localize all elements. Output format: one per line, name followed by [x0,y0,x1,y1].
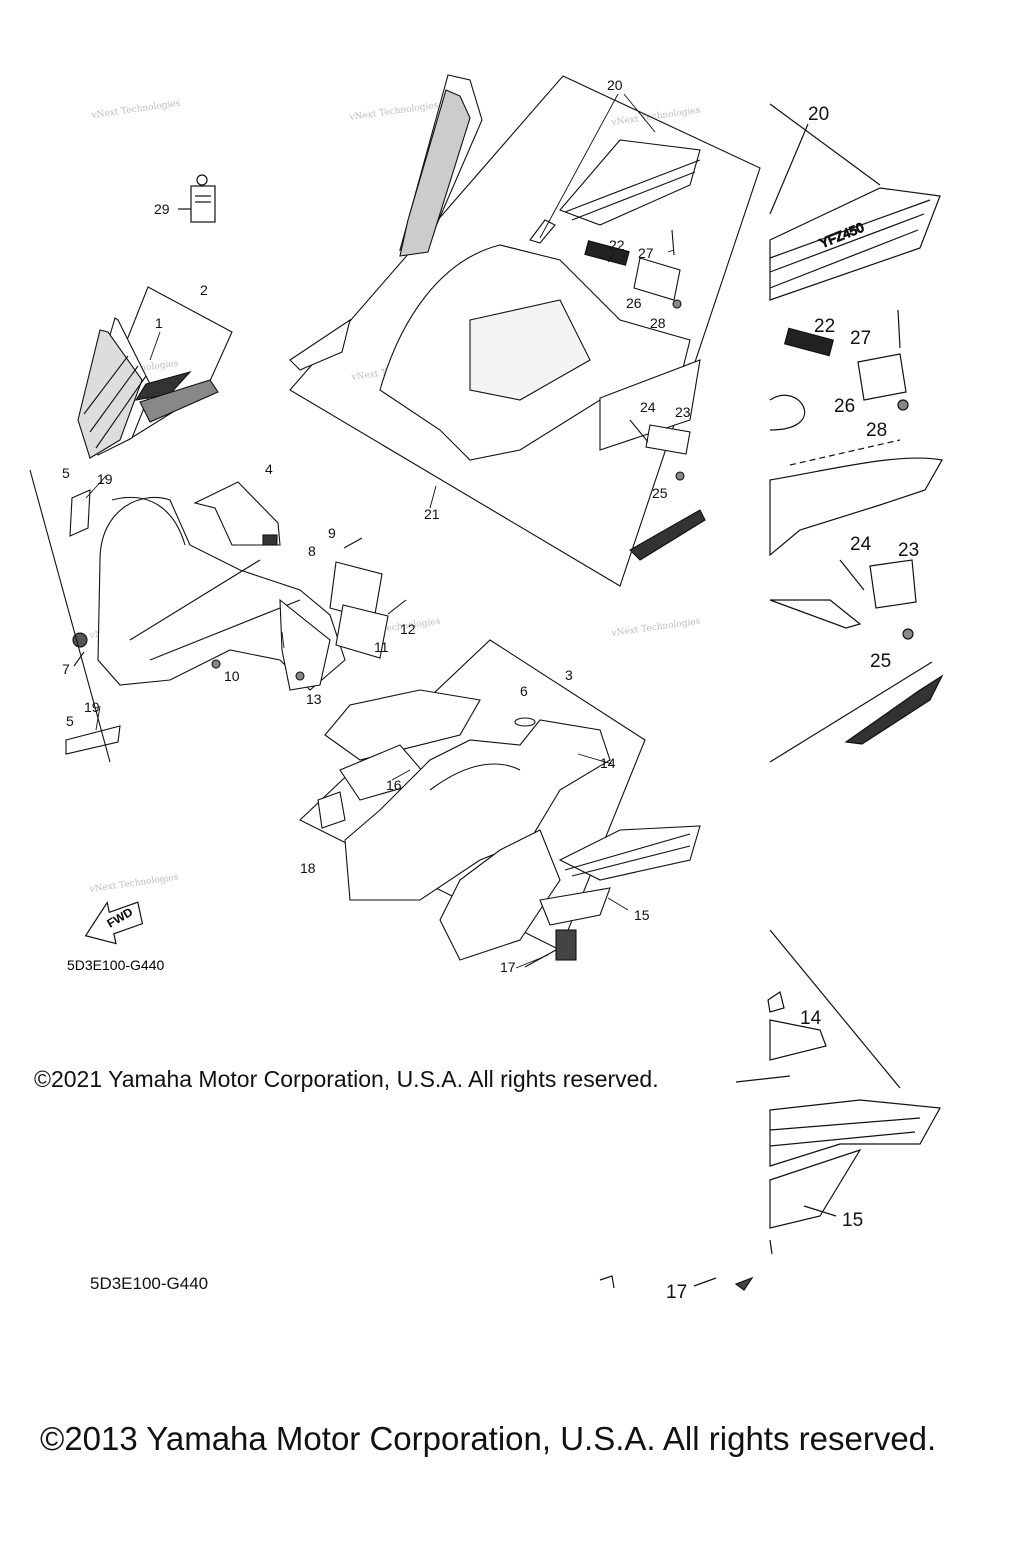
zoom-callout-22: 22 [814,316,835,337]
callout-8: 8 [308,543,316,559]
callout-20: 20 [607,77,623,93]
callouts-zoom-top: 20 22 23 24 25 26 27 28 [808,104,919,672]
callout-16: 16 [386,777,402,793]
diagram-code: 5D3E100-G440 [67,957,165,973]
callout-7: 7 [62,661,70,677]
zoom-callout-14: 14 [800,1008,822,1029]
callout-6: 6 [520,683,528,699]
callout-11: 11 [374,639,389,655]
callout-2: 2 [200,282,208,298]
copyright-2021: ©2021 Yamaha Motor Corporation, U.S.A. A… [34,1066,659,1092]
zoom-callout-15: 15 [842,1210,863,1231]
callouts-zoom-bottom: 14 15 17 [666,1008,863,1303]
side-cover-group [299,639,701,968]
callout-10: 10 [224,668,240,684]
zoom-panel-top: YFZ450 [769,103,944,763]
callouts-main: 1 2 3 4 5 5 6 7 8 9 10 11 12 13 14 15 16… [62,77,691,975]
callout-15: 15 [634,907,650,923]
callout-17: 17 [500,959,516,975]
callout-19b: 19 [84,699,100,715]
watermark: vNext Technologies [90,99,181,122]
leader-lines [85,93,675,969]
zoom-callout-27: 27 [850,328,871,349]
watermark: vNext Technologies [610,106,701,129]
callout-24: 24 [640,399,656,415]
callout-19: 19 [97,471,113,487]
zoom-callout-17: 17 [666,1282,687,1303]
callout-5b: 5 [66,713,74,729]
callout-28: 28 [650,315,666,331]
callout-29: 29 [154,201,170,217]
zoom-callout-24: 24 [850,534,872,555]
zoom-callout-26: 26 [834,396,855,417]
callout-9: 9 [328,525,336,541]
fwd-arrow-icon: FWD [84,900,144,945]
rear-seat-group [289,74,761,587]
callout-1: 1 [155,315,163,331]
zoom-callout-25: 25 [870,651,891,672]
diagram-code-bottom: 5D3E100-G440 [90,1274,209,1293]
zoom-callout-20: 20 [808,104,829,125]
callout-27: 27 [638,245,654,261]
watermark: vNext Technologies [88,873,179,896]
callout-22: 22 [609,237,625,253]
callout-4: 4 [265,461,273,477]
callout-13: 13 [306,691,322,707]
part-29-tag [178,174,216,223]
callout-23: 23 [675,404,691,420]
callout-12: 12 [400,621,416,637]
zoom-callout-28: 28 [866,420,887,441]
watermark: vNext Technologies [348,101,439,124]
zoom-panel-bottom [599,929,941,1291]
callout-21: 21 [424,506,440,522]
callout-18: 18 [300,860,316,876]
watermark: vNext Technologies [610,617,701,640]
zoom-callout-23: 23 [898,540,919,561]
callout-26: 26 [626,295,642,311]
callout-3: 3 [565,667,573,683]
callout-5: 5 [62,465,70,481]
callout-25: 25 [652,485,668,501]
front-decal-group [77,286,233,459]
copyright-2013: ©2013 Yamaha Motor Corporation, U.S.A. A… [40,1420,937,1457]
